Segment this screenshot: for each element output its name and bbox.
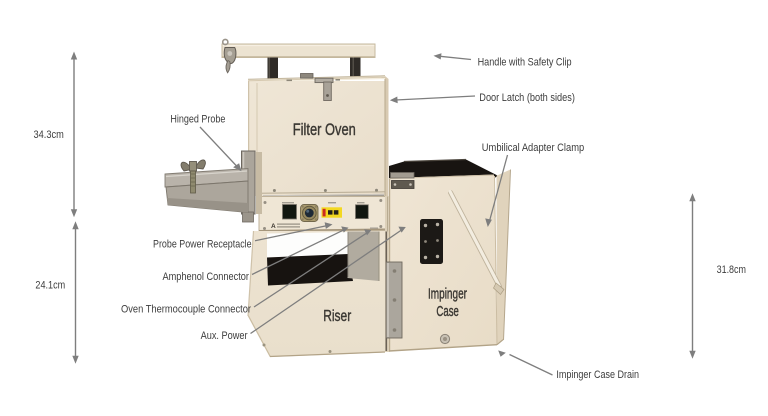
- svg-text:31.8cm: 31.8cm: [717, 264, 746, 276]
- svg-text:Filter Oven: Filter Oven: [293, 121, 356, 139]
- svg-text:Hinged Probe: Hinged Probe: [170, 114, 225, 126]
- svg-text:Riser: Riser: [323, 308, 351, 325]
- svg-text:Case: Case: [436, 303, 459, 320]
- svg-text:Probe Power Receptacle: Probe Power Receptacle: [153, 239, 252, 251]
- svg-text:Impinger: Impinger: [428, 285, 467, 302]
- svg-text:Oven Thermocouple Connector: Oven Thermocouple Connector: [121, 304, 251, 316]
- svg-text:Amphenol Connector: Amphenol Connector: [163, 271, 250, 283]
- svg-text:24.1cm: 24.1cm: [35, 280, 65, 292]
- svg-text:Umbilical Adapter Clamp: Umbilical Adapter Clamp: [482, 142, 584, 154]
- svg-text:Aux. Power: Aux. Power: [201, 330, 248, 342]
- svg-text:Handle with Safety Clip: Handle with Safety Clip: [478, 56, 572, 68]
- svg-text:34.3cm: 34.3cm: [34, 129, 64, 141]
- svg-text:A: A: [271, 223, 276, 230]
- svg-text:Door Latch (both sides): Door Latch (both sides): [479, 92, 575, 104]
- svg-text:Impinger Case Drain: Impinger Case Drain: [556, 369, 639, 381]
